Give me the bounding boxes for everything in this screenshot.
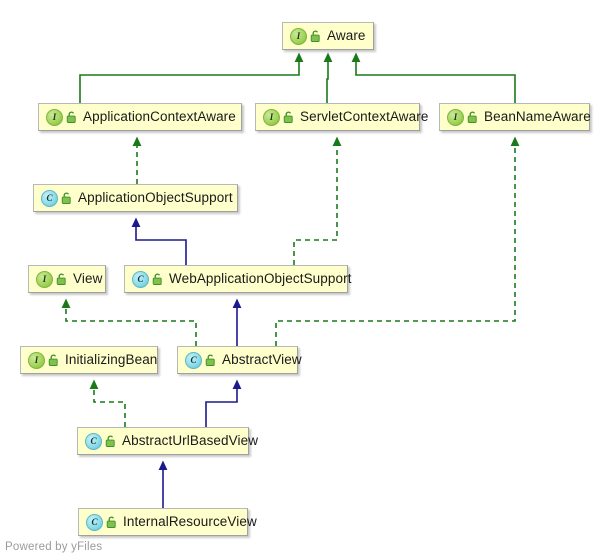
node-label: AbstractView [222, 352, 302, 368]
node-abstractview[interactable]: C AbstractView [177, 346, 302, 374]
yfiles-watermark: Powered by yFiles [5, 541, 103, 553]
interface-icon: I [28, 351, 45, 369]
interface-icon: I [36, 270, 53, 288]
lock-icon [56, 273, 67, 286]
node-label: Aware [327, 28, 366, 44]
class-icon: C [132, 270, 149, 288]
edge-servletctxaware-to-aware [323, 52, 333, 103]
node-webapplicationobjectsupport[interactable]: C WebApplicationObjectSupport [124, 265, 351, 293]
node-label: WebApplicationObjectSupport [169, 271, 352, 287]
class-icon: C [85, 432, 102, 450]
node-label: AbstractUrlBasedView [122, 433, 259, 449]
edge-abstractview-to-beannameaware [275, 136, 520, 346]
lock-icon [467, 111, 478, 124]
lock-icon [152, 273, 163, 286]
node-label: ApplicationContextAware [83, 109, 236, 125]
lock-icon [106, 516, 117, 529]
node-applicationcontextaware[interactable]: I ApplicationContextAware [38, 103, 242, 131]
node-label: ApplicationObjectSupport [78, 190, 233, 206]
lock-icon [66, 111, 77, 124]
edge-absurlbasedview-to-abstractview [205, 379, 242, 427]
edge-webappobjsupport-to-servletctxaware [293, 136, 342, 265]
class-icon: C [86, 513, 103, 531]
class-icon: C [185, 351, 202, 369]
node-applicationobjectsupport[interactable]: C ApplicationObjectSupport [33, 184, 238, 212]
lock-icon [105, 435, 116, 448]
interface-icon: I [290, 27, 307, 45]
lock-icon [48, 354, 59, 367]
node-label: InitializingBean [65, 352, 158, 368]
lock-icon [283, 111, 294, 124]
node-label: ServletContextAware [300, 109, 429, 125]
edge-appctxaware-to-aware [79, 52, 304, 103]
node-internalresourceview[interactable]: C InternalResourceView [78, 508, 257, 536]
node-beannameaware[interactable]: I BeanNameAware [439, 103, 591, 131]
class-icon: C [41, 189, 58, 207]
edge-absurlbasedview-to-initializingbean [89, 379, 126, 427]
lock-icon [205, 354, 216, 367]
node-view[interactable]: I View [28, 265, 106, 293]
node-aware[interactable]: I Aware [282, 22, 374, 50]
edge-webappobjsupport-to-appobjsupport [131, 217, 187, 265]
interface-icon: I [263, 108, 280, 126]
edge-beannameaware-to-aware [351, 52, 516, 103]
interface-icon: I [447, 108, 464, 126]
node-servletcontextaware[interactable]: I ServletContextAware [255, 103, 428, 131]
edge-abstractview-to-view [61, 298, 197, 346]
lock-icon [61, 192, 72, 205]
interface-icon: I [46, 108, 63, 126]
node-initializingbean[interactable]: I InitializingBean [20, 346, 158, 374]
node-label: View [73, 271, 103, 287]
node-label: InternalResourceView [123, 514, 257, 530]
node-label: BeanNameAware [484, 109, 591, 125]
lock-icon [310, 30, 321, 43]
node-abstracturlbasedview[interactable]: C AbstractUrlBasedView [77, 427, 258, 455]
